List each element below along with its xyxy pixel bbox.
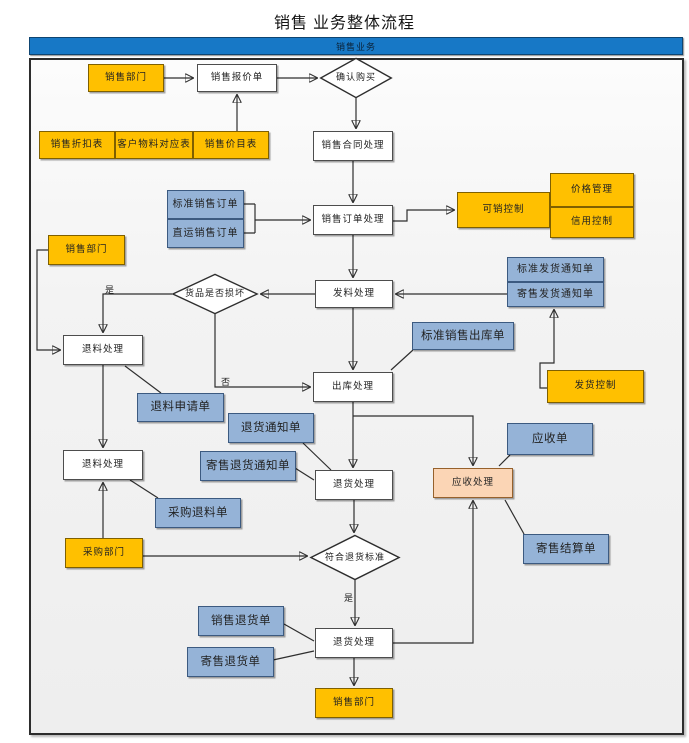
- decision-goods-damaged: 货品是否损坏: [172, 274, 258, 314]
- node-label: 货品是否损坏: [184, 288, 245, 299]
- node-label: 寄售发货通知单: [517, 289, 594, 300]
- node-label: 寄售退货单: [200, 655, 261, 668]
- node-label: 应收单: [532, 432, 568, 445]
- node-label: 退料申请单: [150, 401, 211, 414]
- node-standard-sales-order: 标准销售订单: [167, 190, 244, 219]
- node-label: 销售订单处理: [321, 213, 385, 225]
- diamond-shape: [310, 535, 400, 580]
- node-sales-quote: 销售报价单: [197, 64, 277, 92]
- node-receivable-doc: 应收单: [507, 423, 593, 455]
- node-label: 标准销售订单: [172, 199, 239, 210]
- node-drop-ship-sales-order: 直运销售订单: [167, 219, 244, 248]
- decision-confirm-purchase: 确认购买: [320, 58, 392, 98]
- node-purchase-return-form: 采购退料单: [155, 498, 241, 528]
- node-label: 销售报价单: [210, 71, 264, 83]
- node-label: 符合退货标准: [324, 551, 385, 562]
- edge-label-damaged-no: 否: [221, 377, 231, 387]
- node-label: 直运销售订单: [172, 228, 239, 239]
- node-label: 信用控制: [570, 216, 613, 228]
- node-sales-discount-table: 销售折扣表: [39, 131, 115, 159]
- node-standard-sales-outbound-order: 标准销售出库单: [412, 322, 514, 350]
- node-label: 退料处理: [81, 458, 124, 470]
- node-label: 退货处理: [332, 478, 375, 490]
- node-label: 销售退货单: [211, 614, 271, 627]
- node-return-goods-processing-bottom: 退货处理: [315, 628, 393, 658]
- header-band-sales-business: 销售业务: [29, 37, 683, 55]
- node-label: 销售部门: [104, 71, 147, 83]
- node-purchase-dept: 采购部门: [65, 538, 143, 568]
- node-label: 客户物料对应表: [117, 138, 191, 150]
- node-material-return-request: 退料申请单: [137, 393, 224, 422]
- node-standard-delivery-notice: 标准发货通知单: [507, 257, 604, 282]
- node-sales-price-list: 销售价目表: [193, 131, 269, 159]
- node-return-goods-processing: 退货处理: [315, 470, 393, 500]
- node-label: 出库处理: [331, 380, 374, 392]
- node-delivery-control: 发货控制: [547, 370, 644, 403]
- node-consignment-delivery-notice: 寄售发货通知单: [507, 282, 604, 307]
- node-label: 退货处理: [332, 636, 375, 648]
- node-label: 价格管理: [570, 183, 613, 195]
- node-label: 销售折扣表: [50, 138, 104, 150]
- node-label: 寄售退货通知单: [206, 459, 290, 472]
- header-band-label: 销售业务: [335, 41, 376, 52]
- node-sales-order-processing: 销售订单处理: [313, 205, 393, 235]
- node-consignment-settlement: 寄售结算单: [523, 534, 609, 564]
- node-label: 寄售结算单: [536, 542, 596, 555]
- node-label: 采购退料单: [168, 506, 228, 519]
- node-customer-material-table: 客户物料对应表: [115, 131, 193, 159]
- node-sales-dept-left: 销售部门: [48, 235, 125, 265]
- decision-meets-return-standard: 符合退货标准: [310, 535, 400, 580]
- diamond-shape: [320, 58, 392, 98]
- node-label: 标准发货通知单: [517, 264, 594, 275]
- node-consignment-return-order: 寄售退货单: [187, 647, 274, 677]
- node-outbound-processing: 出库处理: [313, 372, 393, 402]
- node-label: 销售价目表: [204, 138, 258, 150]
- node-credit-control: 信用控制: [550, 207, 634, 238]
- node-label: 确认购买: [335, 72, 376, 83]
- node-material-return-processing-2: 退料处理: [63, 450, 143, 480]
- node-sales-return-order: 销售退货单: [198, 606, 284, 636]
- node-label: 发料处理: [332, 287, 375, 299]
- node-receivable-processing: 应收处理: [433, 468, 513, 498]
- node-label: 销售部门: [65, 243, 108, 255]
- node-sales-dept-top: 销售部门: [88, 64, 164, 92]
- node-label: 可销控制: [482, 203, 525, 215]
- diamond-shape: [172, 274, 258, 314]
- node-sales-dept-bottom: 销售部门: [315, 688, 393, 718]
- node-label: 退料处理: [81, 343, 124, 355]
- node-price-management: 价格管理: [550, 173, 634, 207]
- node-sales-contract-processing: 销售合同处理: [313, 131, 393, 161]
- node-label: 采购部门: [82, 546, 125, 558]
- node-material-issue-processing: 发料处理: [315, 280, 393, 308]
- node-sellable-control: 可销控制: [457, 192, 550, 228]
- edge-label-damaged-yes: 是: [105, 285, 115, 295]
- node-material-return-processing-1: 退料处理: [63, 335, 143, 365]
- node-label: 标准销售出库单: [421, 329, 505, 342]
- node-label: 销售合同处理: [321, 139, 385, 151]
- page-title: 销售 业务整体流程: [273, 15, 415, 32]
- node-label: 应收处理: [451, 476, 494, 488]
- node-label: 发货控制: [574, 380, 617, 392]
- node-consignment-return-notice: 寄售退货通知单: [200, 451, 296, 481]
- node-label: 销售部门: [332, 696, 375, 708]
- node-return-goods-notice: 退货通知单: [228, 413, 314, 443]
- node-label: 退货通知单: [241, 421, 301, 434]
- edge-label-return-yes: 是: [344, 593, 354, 603]
